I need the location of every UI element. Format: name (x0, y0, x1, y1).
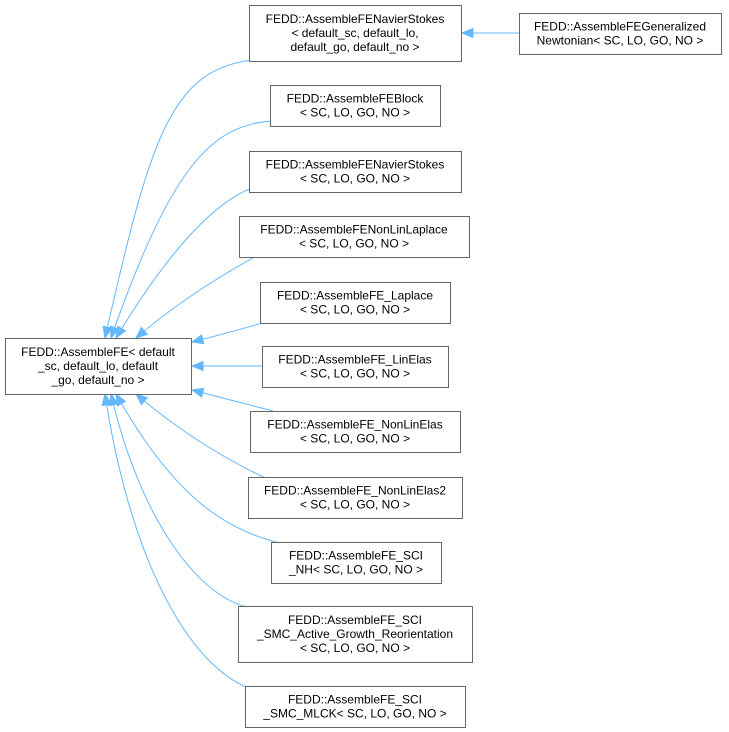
class-label-line: < SC, LO, GO, NO > (300, 432, 410, 446)
class-node-nonlin-laplace[interactable]: FEDD::AssembleFENonLinLaplace< SC, LO, G… (239, 216, 470, 258)
class-node-laplace[interactable]: FEDD::AssembleFE_Laplace< SC, LO, GO, NO… (260, 282, 451, 324)
class-label-line: FEDD::AssembleFE< default (21, 345, 175, 359)
class-label-line: < SC, LO, GO, NO > (300, 641, 410, 655)
inheritance-arrowhead (190, 387, 205, 398)
class-nodes: FEDD::AssembleFE< default_sc, default_lo… (5, 5, 722, 728)
class-node-sci-smc-agr[interactable]: FEDD::AssembleFE_SCI_SMC_Active_Growth_R… (238, 606, 473, 663)
inheritance-arrowhead (115, 325, 127, 340)
class-label-line: FEDD::AssembleFEBlock (287, 92, 425, 106)
class-label-line: FEDD::AssembleFENavierStokes (266, 12, 445, 26)
inheritance-edge (110, 120, 273, 339)
class-label-line: < SC, LO, GO, NO > (300, 106, 410, 120)
inheritance-edge (135, 393, 269, 480)
class-label-line: _go, default_no > (50, 373, 144, 387)
inheritance-arrowhead (135, 326, 149, 339)
class-label-line: < SC, LO, GO, NO > (300, 367, 410, 381)
class-box (239, 216, 470, 258)
class-label-line: FEDD::AssembleFE_NonLinElas (267, 418, 442, 432)
class-box (249, 151, 462, 193)
class-box (248, 477, 463, 519)
class-box (271, 542, 442, 584)
class-label-line: Newtonian< SC, LO, GO, NO > (537, 34, 704, 48)
class-node-sci-nh[interactable]: FEDD::AssembleFE_SCI_NH< SC, LO, GO, NO … (271, 542, 442, 584)
class-node-block[interactable]: FEDD::AssembleFEBlock< SC, LO, GO, NO > (270, 85, 441, 127)
class-label-line: FEDD::AssembleFEGeneralized (534, 20, 706, 34)
class-node-navier-default[interactable]: FEDD::AssembleFENavierStokes< default_sc… (249, 5, 462, 62)
inheritance-edge (110, 393, 253, 609)
class-node-nonlinelas[interactable]: FEDD::AssembleFE_NonLinElas< SC, LO, GO,… (250, 411, 461, 453)
class-node-linelas[interactable]: FEDD::AssembleFE_LinElas< SC, LO, GO, NO… (262, 346, 449, 388)
class-label-line: FEDD::AssembleFE_SCI (288, 693, 422, 707)
class-label-line: < SC, LO, GO, NO > (300, 498, 410, 512)
class-label-line: FEDD::AssembleFE_SCI (289, 549, 423, 563)
class-label-line: < SC, LO, GO, NO > (300, 172, 410, 186)
class-label-line: default_go, default_no > (290, 40, 419, 54)
class-node-sci-smc-mlck[interactable]: FEDD::AssembleFE_SCI_SMC_MLCK< SC, LO, G… (245, 686, 466, 728)
class-box (238, 606, 473, 663)
class-label-line: FEDD::AssembleFE_NonLinElas2 (264, 484, 446, 498)
class-node-base[interactable]: FEDD::AssembleFE< default_sc, default_lo… (5, 338, 192, 395)
class-box (262, 346, 449, 388)
inheritance-edge (115, 393, 285, 545)
inheritance-arrowhead (109, 325, 120, 340)
class-label-line: < SC, LO, GO, NO > (299, 237, 409, 251)
class-label-line: _SMC_Active_Growth_Reorientation (256, 627, 453, 641)
class-node-nonlinelas2[interactable]: FEDD::AssembleFE_NonLinElas2< SC, LO, GO… (248, 477, 463, 519)
inheritance-edge (104, 59, 253, 339)
inheritance-edge (115, 187, 253, 339)
class-label-line: _SMC_MLCK< SC, LO, GO, NO > (262, 707, 446, 721)
inheritance-arrowhead (460, 27, 474, 39)
inheritance-edge (135, 252, 263, 339)
inheritance-arrowhead (190, 360, 204, 372)
inheritance-arrowhead (190, 334, 205, 345)
class-label-line: _NH< SC, LO, GO, NO > (288, 563, 423, 577)
inheritance-arrowhead (108, 392, 119, 407)
class-box (5, 338, 192, 395)
class-box (250, 411, 461, 453)
class-box (249, 5, 462, 62)
class-box (270, 85, 441, 127)
class-label-line: FEDD::AssembleFE_SCI (288, 613, 422, 627)
class-box (519, 13, 722, 55)
class-node-navier[interactable]: FEDD::AssembleFENavierStokes< SC, LO, GO… (249, 151, 462, 193)
class-label-line: FEDD::AssembleFENavierStokes (266, 158, 445, 172)
inheritance-arrowhead (102, 325, 113, 340)
class-label-line: FEDD::AssembleFE_Laplace (277, 289, 433, 303)
class-label-line: < SC, LO, GO, NO > (300, 303, 410, 317)
class-box (245, 686, 466, 728)
inheritance-edge (104, 393, 255, 691)
class-label-line: FEDD::AssembleFE_LinElas (278, 353, 431, 367)
class-box (260, 282, 451, 324)
class-label-line: FEDD::AssembleFENonLinLaplace (260, 223, 448, 237)
class-label-line: _sc, default_lo, default (37, 359, 159, 373)
inheritance-arrowhead (115, 392, 127, 407)
inheritance-arrowhead (101, 392, 112, 407)
inheritance-edge (191, 389, 274, 412)
inheritance-arrowhead (135, 393, 149, 406)
class-label-line: < default_sc, default_lo, (291, 26, 418, 40)
